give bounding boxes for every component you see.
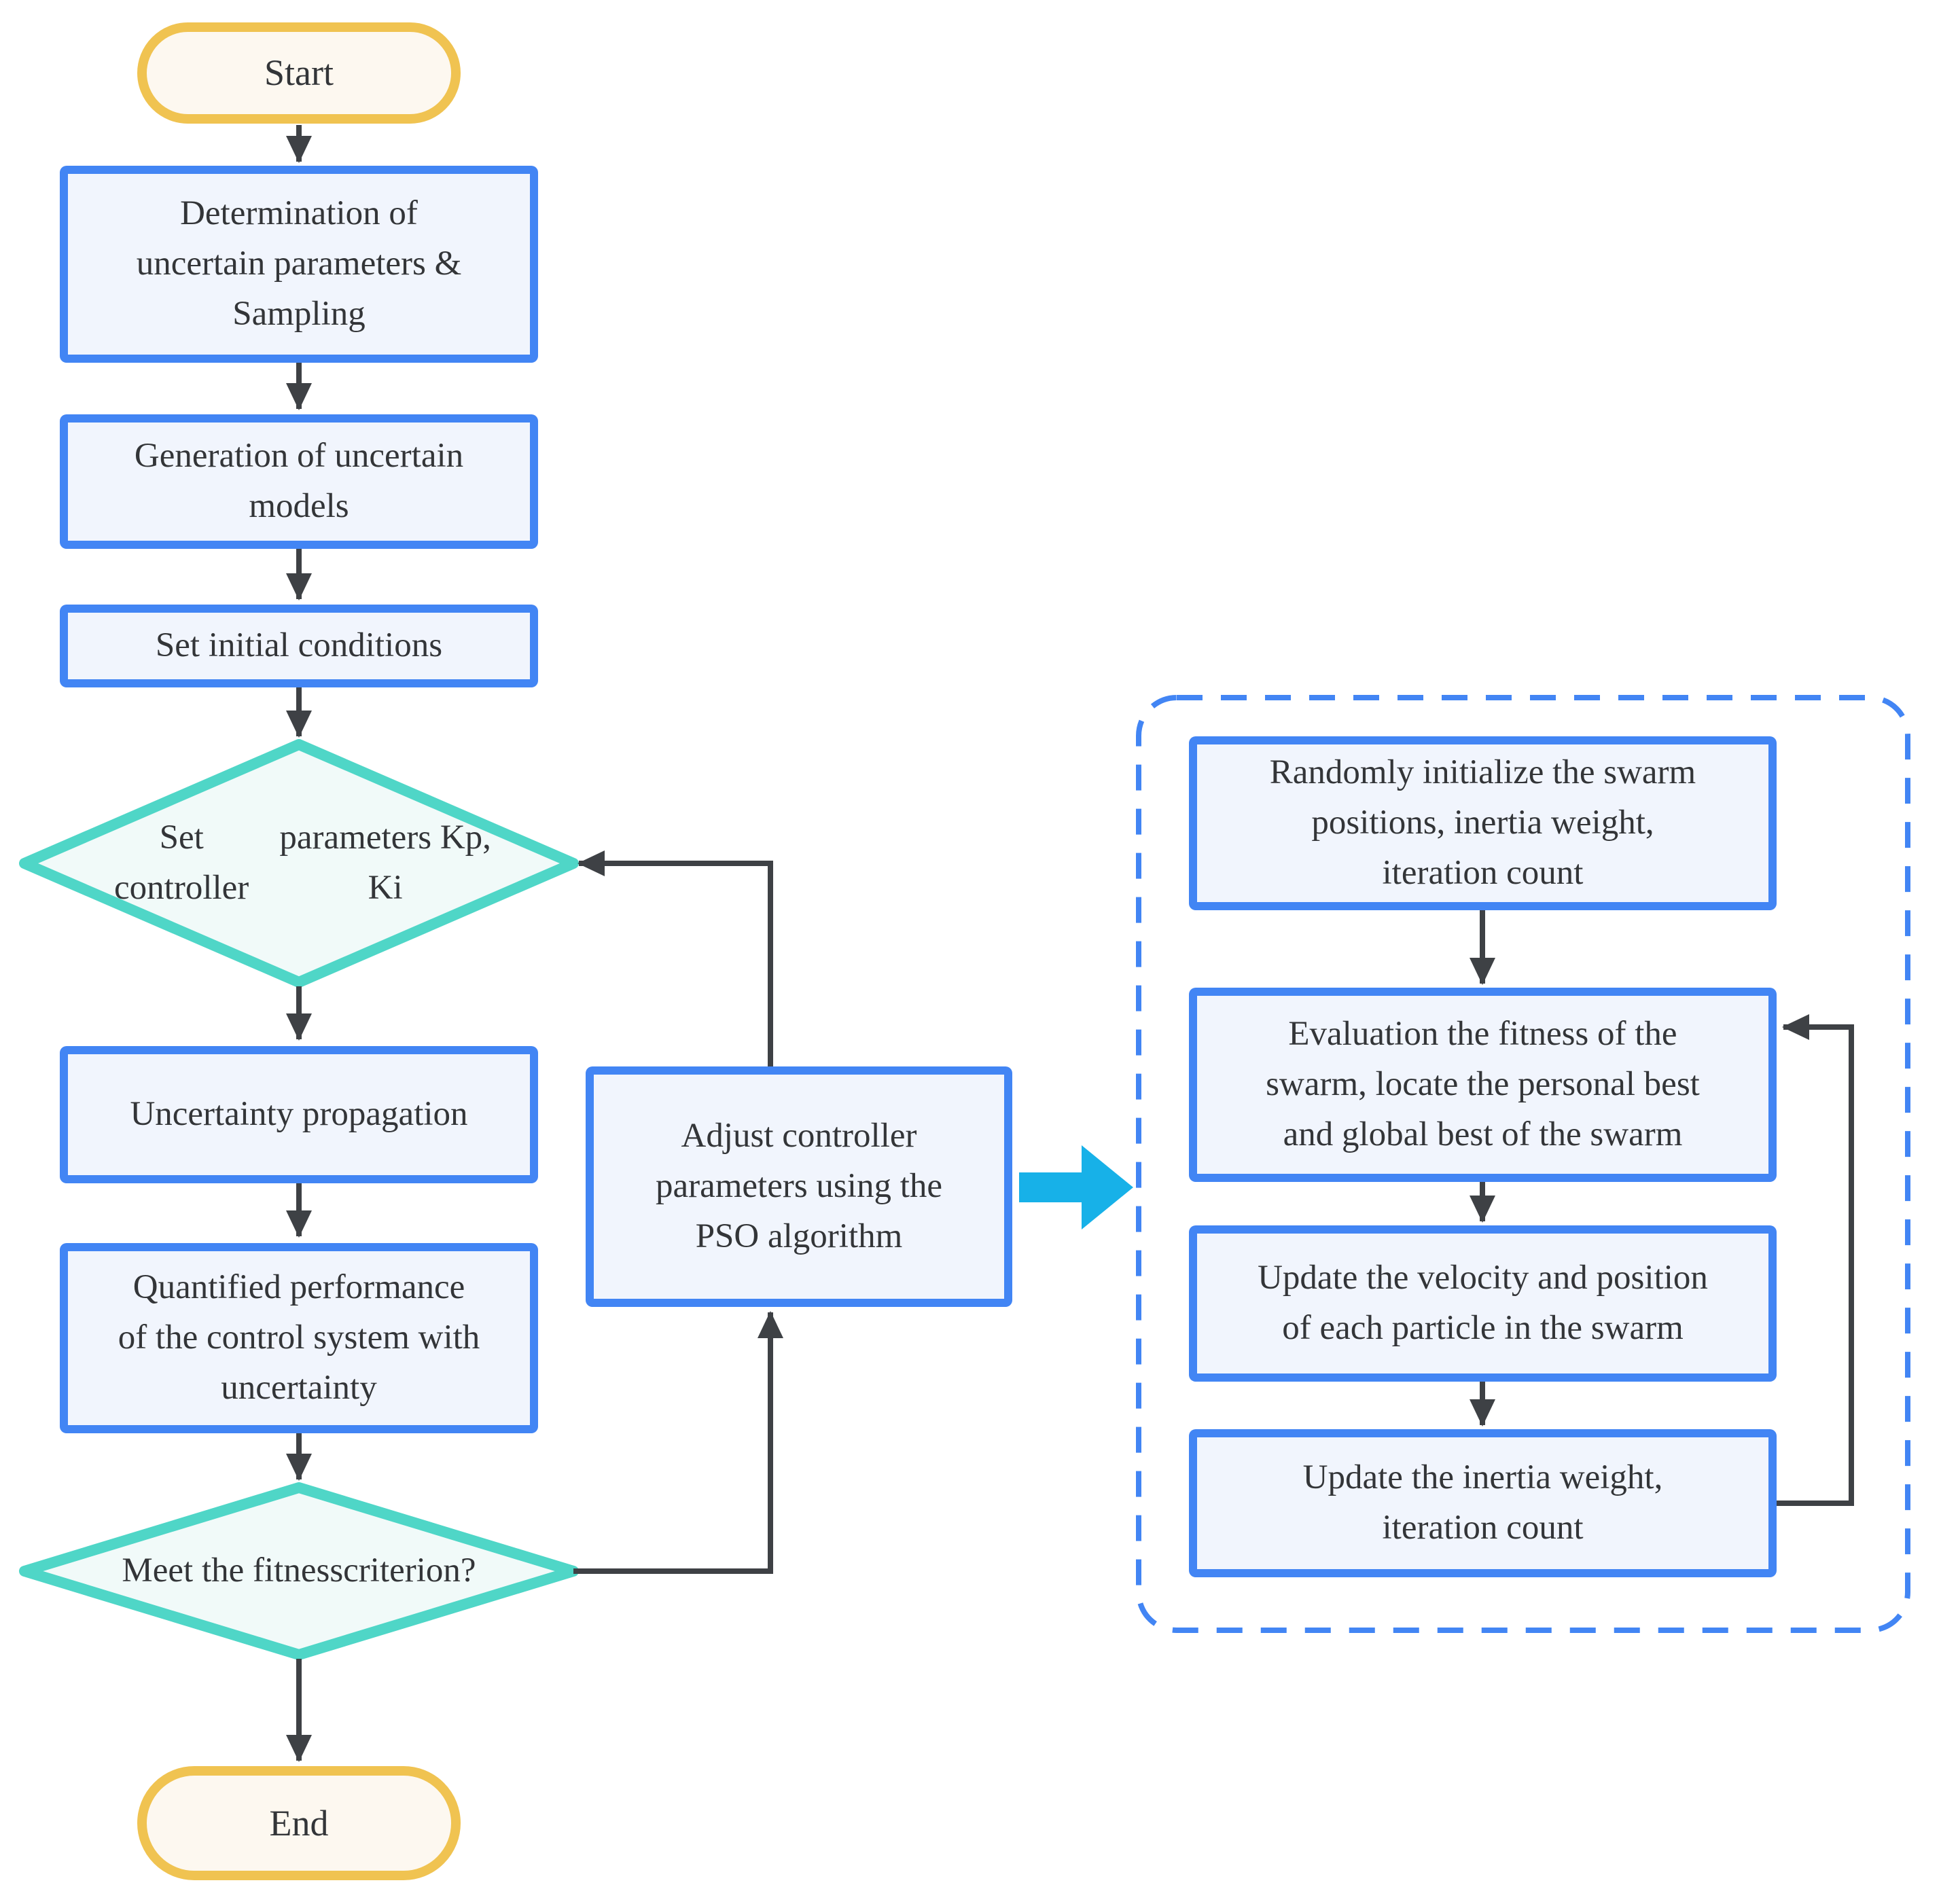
initial-conditions-box: Set initial conditions <box>60 605 538 687</box>
edge-pso-inertia-loop-to-eval <box>1777 1014 1854 1506</box>
start-label: Start <box>264 52 334 94</box>
fitness-criterion-decision-shape <box>19 1482 579 1660</box>
start-terminator: Start <box>137 22 461 124</box>
pso-update-inertia-box: Update the inertia weight,iteration coun… <box>1189 1429 1777 1577</box>
pso-group-container <box>1136 695 1910 1633</box>
controller-params-decision-shape <box>19 739 579 988</box>
uncertainty-propagation-label: Uncertainty propagation <box>130 1095 468 1134</box>
initial-conditions-label: Set initial conditions <box>155 626 443 665</box>
pso-update-inertia-label: Update the inertia weight,iteration coun… <box>1302 1458 1663 1547</box>
edge-fitness-decision-to-adjust <box>573 1311 783 1574</box>
end-terminator: End <box>137 1766 461 1880</box>
edge-adjust-to-controller-decision <box>577 850 773 1066</box>
pso-expand-arrow-icon <box>1019 1145 1133 1229</box>
end-label: End <box>269 1802 329 1844</box>
uncertainty-propagation-box: Uncertainty propagation <box>60 1046 538 1183</box>
